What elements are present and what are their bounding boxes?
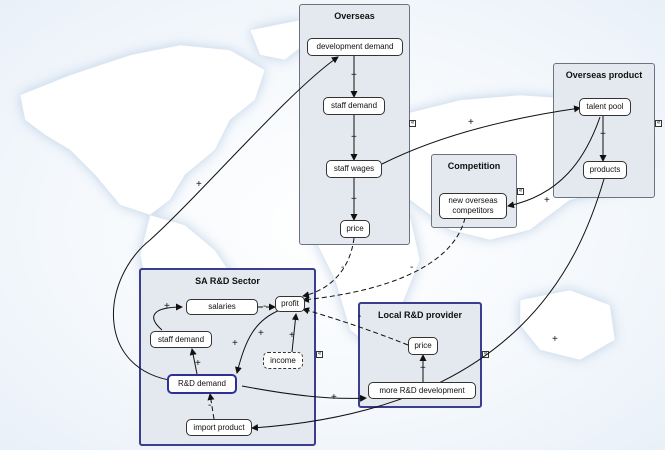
- link-income-to-profit: [291, 313, 299, 353]
- label-plus: +: [258, 328, 264, 339]
- node-overseas-price[interactable]: price: [340, 220, 370, 238]
- link-staff-wages-to-talent-pool: [381, 105, 581, 165]
- label-plus: +: [468, 117, 474, 128]
- label-minus: -: [263, 301, 267, 312]
- link-products-to-import-product: [251, 178, 605, 432]
- label-minus: -: [341, 262, 345, 273]
- label-plus: +: [232, 338, 238, 349]
- label-minus: -: [358, 311, 362, 322]
- node-new-overseas-competitors[interactable]: new overseas competitors: [439, 193, 507, 219]
- link-rd-demand-to-development-demand: [113, 56, 339, 382]
- panel-local-rd-provider-title: Local R&D provider: [377, 310, 462, 320]
- node-salaries[interactable]: salaries: [186, 299, 258, 315]
- link-staff-demand-to-salaries: [153, 303, 183, 331]
- node-more-rd-development[interactable]: more R&D development: [368, 382, 476, 399]
- label-plus: +: [195, 358, 201, 369]
- competition-collapse-icon[interactable]: «: [517, 188, 524, 195]
- panel-overseas-product-title: Overseas product: [565, 70, 643, 80]
- node-new-overseas-competitors-line1: new overseas: [448, 196, 498, 205]
- link-talent-pool-to-new-competitors: [507, 116, 601, 209]
- sa-rd-sector-collapse-icon[interactable]: «: [316, 351, 323, 358]
- node-overseas-staff-demand[interactable]: staff demand: [323, 97, 385, 115]
- label-plus: +: [600, 129, 606, 140]
- label-plus: +: [544, 195, 550, 206]
- overseas-product-collapse-icon[interactable]: «: [655, 120, 662, 127]
- panel-sa-rd-sector-title: SA R&D Sector: [195, 276, 260, 286]
- label-plus: +: [351, 194, 357, 205]
- label-minus: -: [410, 262, 414, 273]
- local-rd-provider-collapse-icon[interactable]: «: [482, 351, 489, 358]
- link-competitors-to-profit: [302, 217, 466, 303]
- label-plus: +: [351, 70, 357, 81]
- link-overseas-price-to-profit: [302, 237, 355, 299]
- label-plus: +: [351, 132, 357, 143]
- link-rd-demand-to-more-rd-development: [241, 385, 367, 402]
- label-plus: +: [552, 334, 558, 345]
- label-minus: -: [208, 400, 212, 411]
- link-import-product-to-rd-demand: [207, 393, 215, 420]
- label-plus: +: [289, 330, 295, 341]
- node-rd-demand[interactable]: R&D demand: [167, 374, 237, 394]
- node-import-product[interactable]: import product: [186, 419, 252, 436]
- node-income[interactable]: income: [263, 352, 303, 369]
- panel-overseas-title: Overseas: [334, 11, 375, 21]
- node-local-price[interactable]: price: [408, 337, 438, 355]
- node-sa-staff-demand[interactable]: staff demand: [150, 331, 212, 348]
- link-profit-to-rd-demand: [235, 309, 281, 374]
- node-profit[interactable]: profit: [275, 296, 305, 312]
- label-plus: +: [331, 392, 337, 403]
- label-plus: +: [420, 363, 426, 374]
- link-local-price-to-profit: [302, 307, 409, 346]
- panel-overseas-product: Overseas product: [553, 63, 655, 198]
- label-plus: +: [164, 301, 170, 312]
- label-plus: +: [196, 179, 202, 190]
- panel-competition-title: Competition: [447, 161, 501, 171]
- node-staff-wages[interactable]: staff wages: [326, 160, 382, 178]
- link-rd-demand-to-staff-demand: [189, 348, 198, 375]
- node-development-demand[interactable]: development demand: [307, 38, 403, 56]
- node-new-overseas-competitors-line2: competitors: [452, 206, 494, 215]
- overseas-collapse-icon[interactable]: «: [409, 120, 416, 127]
- node-talent-pool[interactable]: talent pool: [579, 98, 631, 116]
- node-products[interactable]: products: [583, 161, 627, 179]
